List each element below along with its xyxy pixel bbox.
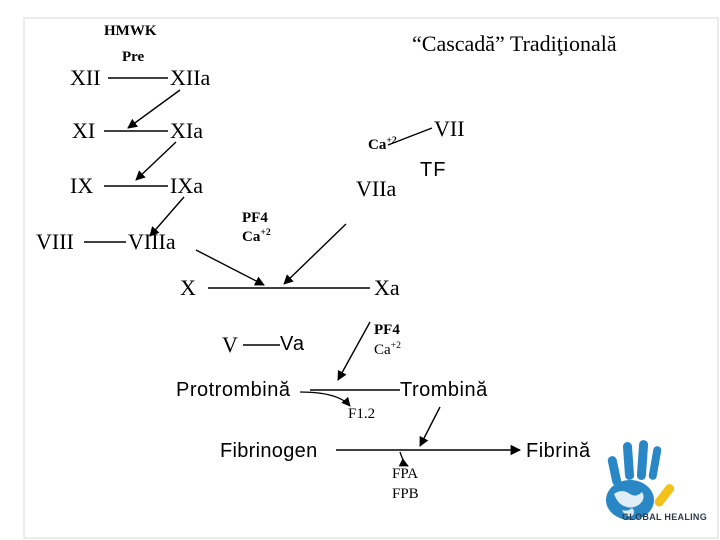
label-xiia: XIIa xyxy=(170,65,211,90)
arrow-viiia-to-x xyxy=(195,249,265,286)
label-ca-extrinsic: Ca+2 xyxy=(368,135,397,153)
ca-text: Ca xyxy=(374,342,391,358)
label-ca-intrinsic: Ca+2 xyxy=(242,227,271,245)
label-pre: Pre xyxy=(122,49,145,65)
label-viia: VIIa xyxy=(356,176,397,201)
label-viii: VIII xyxy=(36,229,74,254)
ca-superscript: +2 xyxy=(386,135,397,146)
label-x: X xyxy=(180,275,196,300)
label-f12: F1.2 xyxy=(348,406,376,422)
label-fpb: FPB xyxy=(392,486,419,502)
label-ix: IX xyxy=(70,173,94,198)
arrow-ixa-to-viiia xyxy=(149,196,185,237)
label-xa: Xa xyxy=(374,275,400,300)
label-viiia: VIIIa xyxy=(128,229,176,254)
label-vii: VII xyxy=(434,116,465,141)
label-xi: XI xyxy=(72,118,96,143)
ca-text: Ca xyxy=(242,229,261,245)
label-fibrinogen: Fibrinogen xyxy=(220,440,318,462)
label-hmwk: HMWK xyxy=(104,23,157,39)
label-va: Va xyxy=(280,333,305,355)
label-fibrina: Fibrină xyxy=(526,440,591,462)
arrow-f12-release xyxy=(299,391,351,407)
label-fpa: FPA xyxy=(392,466,419,482)
label-v: V xyxy=(222,332,238,357)
arrow-xiia-to-xi xyxy=(127,89,181,129)
label-pf4-common: PF4 xyxy=(374,322,400,338)
label-ixa: IXa xyxy=(170,173,203,198)
label-trombina: Trombină xyxy=(400,379,488,401)
logo-text: GLOBAL HEALING xyxy=(622,512,708,522)
arrow-xia-to-ix xyxy=(135,141,177,181)
ca-superscript: +2 xyxy=(390,340,402,351)
arrow-fpa-fpb-release xyxy=(398,451,409,467)
line-ca-to-vii xyxy=(387,127,433,146)
ca-text: Ca xyxy=(368,137,387,153)
ca-superscript: +2 xyxy=(260,227,271,238)
label-protrombina: Protrombină xyxy=(176,379,291,401)
label-xii: XII xyxy=(70,65,101,90)
diagram-title: “Cascadă” Tradiţională xyxy=(412,31,617,56)
arrow-trombina-to-fibrinogen xyxy=(419,406,441,447)
label-tf: TF xyxy=(420,159,447,181)
label-pf4-intrinsic: PF4 xyxy=(242,210,268,226)
page-border xyxy=(23,17,719,539)
arrow-xa-to-protrombina xyxy=(337,321,371,381)
handprint-globe-icon xyxy=(606,440,675,520)
label-ca-common: Ca+2 xyxy=(374,340,402,358)
label-xia: XIa xyxy=(170,118,203,143)
arrow-viia-to-x xyxy=(283,223,347,285)
